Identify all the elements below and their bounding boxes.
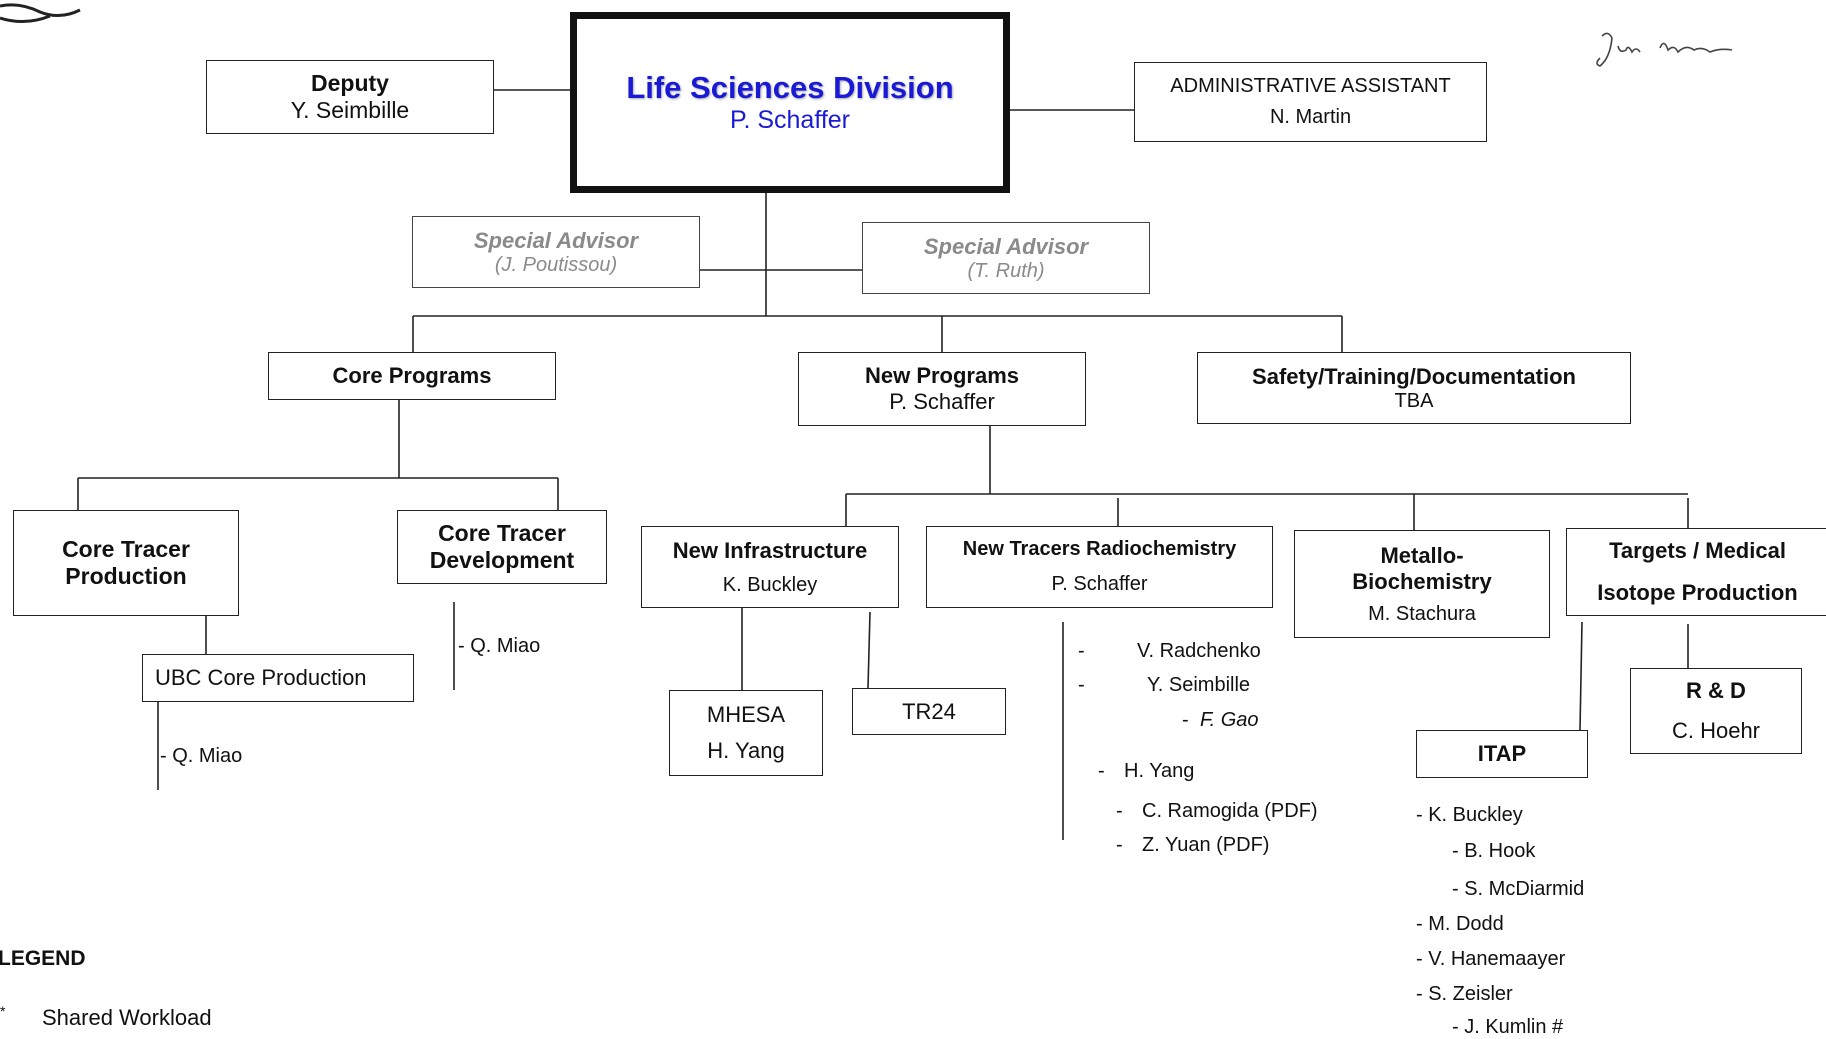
advisor-2-title: Special Advisor bbox=[923, 233, 1089, 259]
new-tracers-head: P. Schaffer bbox=[1051, 573, 1148, 595]
division-head: P. Schaffer bbox=[730, 106, 850, 134]
rd-box[interactable]: R & D C. Hoehr bbox=[1630, 668, 1802, 754]
mhesa-head: H. Yang bbox=[707, 738, 785, 763]
new-programs-title: New Programs bbox=[864, 363, 1020, 388]
new-programs-head: P. Schaffer bbox=[889, 389, 995, 414]
tr24-box[interactable]: TR24 bbox=[852, 688, 1006, 735]
safety-box[interactable]: Safety/Training/Documentation TBA bbox=[1197, 352, 1631, 424]
ubc-core-title: UBC Core Production bbox=[155, 665, 367, 690]
metallo-title-1: Metallo- bbox=[1380, 542, 1464, 568]
new-tracers-member-4: H. Yang bbox=[1124, 760, 1195, 782]
itap-member-5: - V. Hanemaayer bbox=[1416, 948, 1566, 970]
advisor-box-2[interactable]: Special Advisor (T. Ruth) bbox=[862, 222, 1150, 294]
logo bbox=[0, 3, 81, 23]
division-box[interactable]: Life Sciences Division P. Schaffer bbox=[570, 12, 1010, 193]
advisor-2-name: (T. Ruth) bbox=[967, 259, 1045, 282]
itap-member-2: - B. Hook bbox=[1452, 840, 1536, 862]
deputy-name: Y. Seimbille bbox=[290, 97, 410, 123]
core-programs-box[interactable]: Core Programs bbox=[268, 352, 556, 400]
core-tracer-development-title-2: Development bbox=[429, 547, 575, 573]
core-tracer-production-title-1: Core Tracer bbox=[62, 536, 190, 562]
core-tracer-development-box[interactable]: Core Tracer Development bbox=[397, 510, 607, 584]
itap-member-4: - M. Dodd bbox=[1416, 913, 1504, 935]
new-infrastructure-head: K. Buckley bbox=[722, 573, 818, 596]
ubc-core-box[interactable]: UBC Core Production bbox=[142, 654, 414, 702]
itap-member-3: - S. McDiarmid bbox=[1452, 878, 1585, 900]
safety-head: TBA bbox=[1394, 389, 1434, 412]
core-tracer-production-title-2: Production bbox=[65, 563, 187, 589]
new-tracers-dash-3: - bbox=[1182, 709, 1189, 731]
targets-title-2: Isotope Production bbox=[1597, 580, 1798, 605]
new-tracers-member-6: Z. Yuan (PDF) bbox=[1142, 834, 1270, 856]
ubc-core-member: - Q. Miao bbox=[160, 745, 243, 767]
metallo-box[interactable]: Metallo- Biochemistry M. Stachura bbox=[1294, 530, 1550, 638]
safety-title: Safety/Training/Documentation bbox=[1252, 363, 1576, 389]
signature bbox=[1596, 32, 1733, 67]
new-tracers-member-2: Y. Seimbille bbox=[1147, 674, 1251, 696]
itap-member-7: - J. Kumlin # bbox=[1452, 1016, 1564, 1038]
core-tracer-production-box[interactable]: Core Tracer Production bbox=[13, 510, 239, 616]
new-tracers-member-5: C. Ramogida (PDF) bbox=[1142, 800, 1318, 822]
admin-name: N. Martin bbox=[1269, 106, 1352, 128]
core-programs-title: Core Programs bbox=[332, 363, 492, 388]
new-tracers-dash-5: - bbox=[1116, 800, 1123, 822]
deputy-title: Deputy bbox=[311, 70, 389, 96]
new-tracers-member-3: F. Gao bbox=[1200, 709, 1259, 731]
legend-symbol: * bbox=[0, 1003, 6, 1019]
core-dev-member: - Q. Miao bbox=[458, 635, 541, 657]
new-tracers-dash-1: - bbox=[1078, 640, 1085, 662]
legend-label: Shared Workload bbox=[42, 1005, 212, 1030]
mhesa-title: MHESA bbox=[706, 702, 786, 727]
rd-head: C. Hoehr bbox=[1671, 718, 1761, 743]
admin-box[interactable]: ADMINISTRATIVE ASSISTANT N. Martin bbox=[1134, 62, 1487, 142]
new-tracers-member-1: V. Radchenko bbox=[1137, 640, 1261, 662]
new-infrastructure-box[interactable]: New Infrastructure K. Buckley bbox=[641, 526, 899, 608]
new-tracers-title: New Tracers Radiochemistry bbox=[962, 538, 1237, 560]
tr24-title: TR24 bbox=[902, 698, 956, 724]
advisor-1-title: Special Advisor bbox=[473, 227, 639, 253]
new-infrastructure-title: New Infrastructure bbox=[672, 537, 868, 563]
itap-title: ITAP bbox=[1477, 741, 1527, 766]
advisor-box-1[interactable]: Special Advisor (J. Poutissou) bbox=[412, 216, 700, 288]
new-tracers-dash-2: - bbox=[1078, 674, 1085, 696]
targets-box[interactable]: Targets / Medical Isotope Production bbox=[1566, 528, 1826, 616]
division-title: Life Sciences Division bbox=[626, 70, 954, 105]
new-programs-box[interactable]: New Programs P. Schaffer bbox=[798, 352, 1086, 426]
itap-member-1: - K. Buckley bbox=[1416, 804, 1523, 826]
targets-title-1: Targets / Medical bbox=[1609, 538, 1786, 563]
itap-box[interactable]: ITAP bbox=[1416, 730, 1588, 778]
new-tracers-box[interactable]: New Tracers Radiochemistry P. Schaffer bbox=[926, 526, 1273, 608]
deputy-box[interactable]: Deputy Y. Seimbille bbox=[206, 60, 494, 134]
mhesa-box[interactable]: MHESA H. Yang bbox=[669, 690, 823, 776]
core-tracer-development-title-1: Core Tracer bbox=[438, 520, 566, 546]
admin-title: ADMINISTRATIVE ASSISTANT bbox=[1170, 75, 1451, 97]
legend-title: LEGEND bbox=[0, 947, 86, 970]
metallo-head: M. Stachura bbox=[1368, 602, 1476, 625]
advisor-1-name: (J. Poutissou) bbox=[494, 253, 618, 276]
itap-member-6: - S. Zeisler bbox=[1416, 983, 1513, 1005]
new-tracers-dash-4: - bbox=[1098, 760, 1105, 782]
rd-title: R & D bbox=[1686, 678, 1746, 703]
new-tracers-dash-6: - bbox=[1116, 834, 1123, 856]
metallo-title-2: Biochemistry bbox=[1352, 568, 1492, 594]
